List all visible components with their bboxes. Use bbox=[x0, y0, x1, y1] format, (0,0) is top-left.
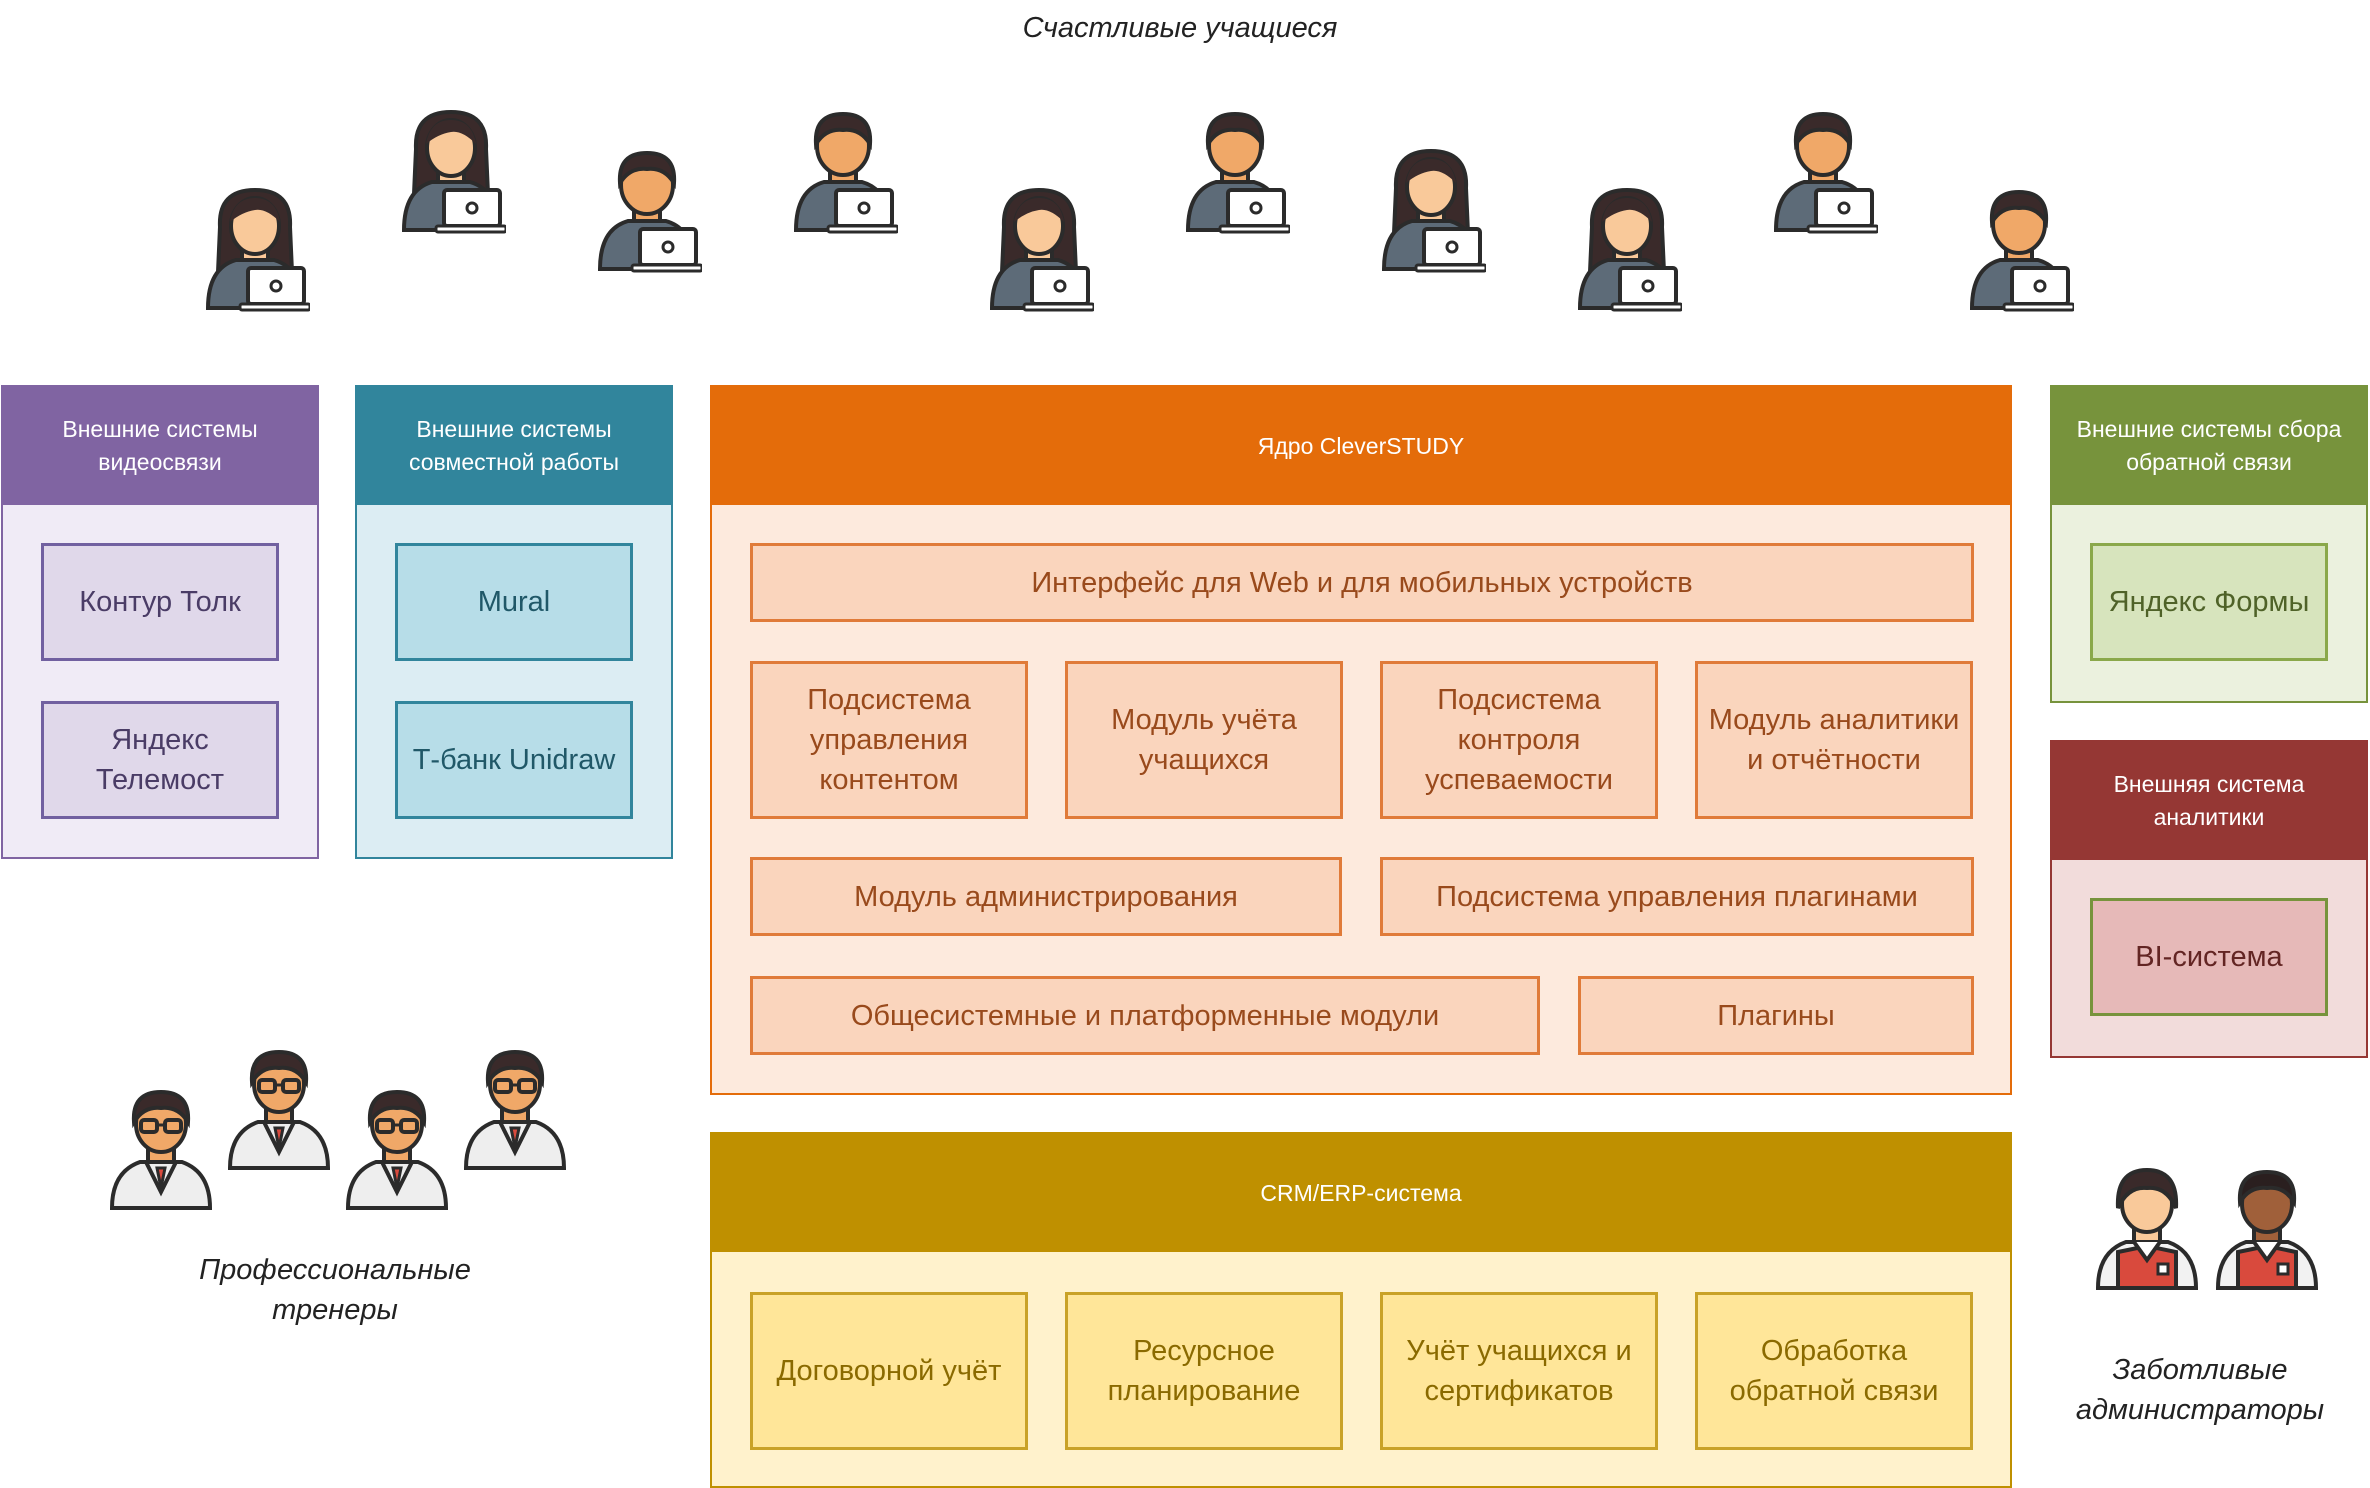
trainer-icon bbox=[342, 1082, 452, 1212]
analytics-module-box: Модуль аналитики и отчётности bbox=[1695, 661, 1973, 819]
student-icon bbox=[396, 104, 506, 234]
plugins-box: Плагины bbox=[1578, 976, 1974, 1055]
bi-system-box: BI-система bbox=[2090, 898, 2328, 1016]
crm-panel: CRM/ERP-система Договорной учёт Ресурсно… bbox=[710, 1132, 2012, 1488]
administrator-icon bbox=[2212, 1162, 2322, 1292]
progress-subsystem-box: Подсистема контроля успеваемости bbox=[1380, 661, 1658, 819]
resource-planning-box: Ресурсное планирование bbox=[1065, 1292, 1343, 1450]
panel-header: Внешние системы сбора обратной связи bbox=[2052, 387, 2366, 505]
collab-systems-panel: Внешние системы совместной работы Mural … bbox=[355, 385, 673, 859]
content-subsystem-box: Подсистема управления контентом bbox=[750, 661, 1028, 819]
admin-module-box: Модуль администрирования bbox=[750, 857, 1342, 936]
panel-header: Внешние системы видеосвязи bbox=[3, 387, 317, 505]
trainers-caption: Профессиональные тренеры bbox=[199, 1254, 471, 1326]
analytics-system-panel: Внешняя система аналитики BI-система bbox=[2050, 740, 2368, 1058]
interface-box: Интерфейс для Web и для мобильных устрой… bbox=[750, 543, 1974, 622]
student-icon bbox=[200, 182, 310, 312]
students-module-box: Модуль учёта учащихся bbox=[1065, 661, 1343, 819]
trainer-icon bbox=[460, 1042, 570, 1172]
admins-caption: Заботливые администраторы bbox=[2075, 1354, 2325, 1426]
yandex-telemost-box: Яндекс Телемост bbox=[41, 701, 279, 819]
kontur-tolk-box: Контур Толк bbox=[41, 543, 279, 661]
trainer-icon bbox=[224, 1042, 334, 1172]
student-icon bbox=[1180, 104, 1290, 234]
student-icon bbox=[984, 182, 1094, 312]
panel-header: Внешняя система аналитики bbox=[2052, 742, 2366, 860]
mural-box: Mural bbox=[395, 543, 633, 661]
panel-header: CRM/ERP-система bbox=[712, 1134, 2010, 1252]
student-icon bbox=[1964, 182, 2074, 312]
students-caption: Счастливые учащиеся bbox=[1022, 12, 1338, 44]
platform-modules-box: Общесистемные и платформенные модули bbox=[750, 976, 1540, 1055]
administrator-icon bbox=[2092, 1162, 2202, 1292]
feedback-processing-box: Обработка обратной связи bbox=[1695, 1292, 1973, 1450]
unidraw-box: Т-банк Unidraw bbox=[395, 701, 633, 819]
trainer-icon bbox=[106, 1082, 216, 1212]
contracts-box: Договорной учёт bbox=[750, 1292, 1028, 1450]
student-icon bbox=[1376, 143, 1486, 273]
video-systems-panel: Внешние системы видеосвязи Контур Толк Я… bbox=[1, 385, 319, 859]
student-icon bbox=[592, 143, 702, 273]
student-icon bbox=[788, 104, 898, 234]
core-panel: Ядро CleverSTUDY Интерфейс для Web и для… bbox=[710, 385, 2012, 1095]
student-icon bbox=[1572, 182, 1682, 312]
feedback-systems-panel: Внешние системы сбора обратной связи Янд… bbox=[2050, 385, 2368, 703]
certificates-box: Учёт учащихся и сертификатов bbox=[1380, 1292, 1658, 1450]
student-icon bbox=[1768, 104, 1878, 234]
plugin-mgmt-box: Подсистема управления плагинами bbox=[1380, 857, 1974, 936]
panel-header: Ядро CleverSTUDY bbox=[712, 387, 2010, 505]
panel-header: Внешние системы совместной работы bbox=[357, 387, 671, 505]
yandex-forms-box: Яндекс Формы bbox=[2090, 543, 2328, 661]
